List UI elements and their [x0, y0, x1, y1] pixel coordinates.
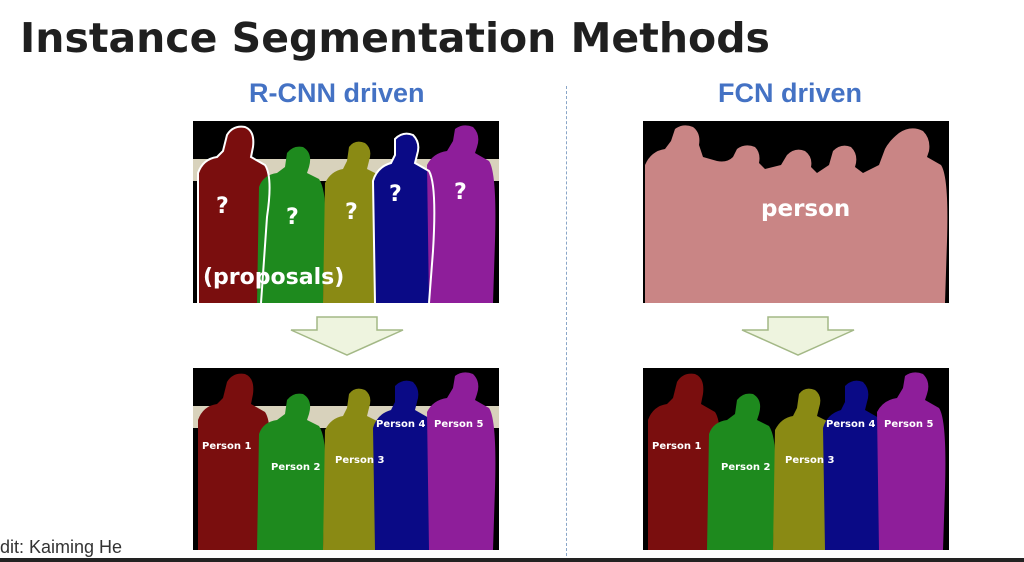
- proposal-mark-4: ?: [389, 182, 402, 207]
- proposal-mark-5: ?: [454, 180, 467, 205]
- image-credit: dit: Kaiming He: [0, 537, 123, 557]
- fcn-semantic-panel: person: [643, 121, 949, 303]
- person-3-proposal: [323, 141, 386, 303]
- rcnn-heading: R-CNN driven: [249, 78, 425, 108]
- person-1-label: Person 1: [202, 441, 251, 452]
- person-5-proposal: [427, 125, 496, 303]
- person-4-proposal: [373, 133, 435, 303]
- fcn-person-1-label: Person 1: [652, 441, 701, 452]
- fcn-person-3-label: Person 3: [785, 455, 834, 466]
- person-1-proposal: [198, 126, 270, 303]
- rcnn-down-arrow: [290, 316, 404, 356]
- bottom-rule: [0, 558, 1024, 562]
- fcn-person-4-label: Person 4: [826, 419, 875, 430]
- person-3-label: Person 3: [335, 455, 384, 466]
- proposal-mark-2: ?: [286, 205, 299, 230]
- person-4-label: Person 4: [376, 419, 425, 430]
- rcnn-proposals-panel: ? ? ? ? ? (proposals): [193, 121, 499, 303]
- proposal-mark-3: ?: [345, 200, 358, 225]
- fcn-instances-panel: Person 1 Person 2 Person 3 Person 4 Pers…: [643, 368, 949, 550]
- rcnn-instances-panel: Person 1 Person 2 Person 3 Person 4 Pers…: [193, 368, 499, 550]
- fcn-heading: FCN driven: [718, 78, 863, 108]
- proposal-mark-1: ?: [216, 194, 229, 219]
- column-divider: [566, 86, 567, 556]
- proposals-label: (proposals): [203, 265, 344, 290]
- fcn-down-arrow: [741, 316, 855, 356]
- person-2-proposal: [257, 146, 326, 303]
- fcn-person-2-label: Person 2: [721, 462, 770, 473]
- fcn-person-5-label: Person 5: [884, 419, 933, 430]
- slide-title: Instance Segmentation Methods: [20, 14, 770, 62]
- person-5-label: Person 5: [434, 419, 483, 430]
- semantic-person-mask: [645, 125, 948, 303]
- semantic-label: person: [761, 196, 850, 222]
- person-2-label: Person 2: [271, 462, 320, 473]
